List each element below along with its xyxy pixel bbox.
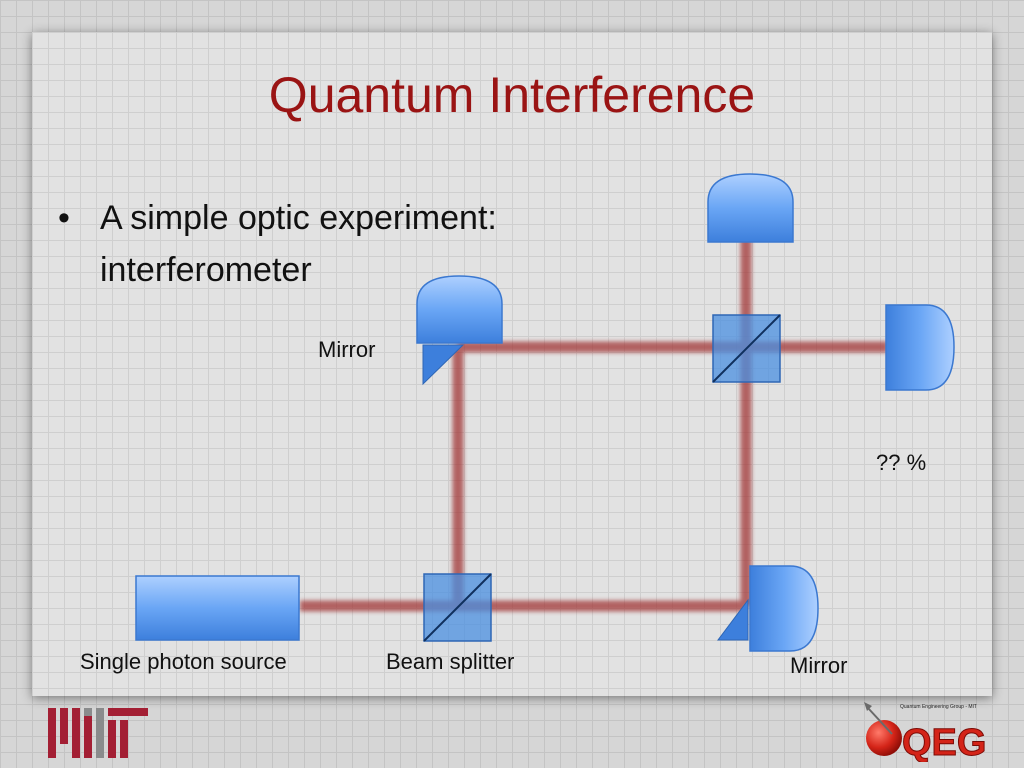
beam-splitter-top	[712, 314, 781, 383]
laser-beam-path	[300, 238, 888, 612]
qeg-sphere-icon	[866, 720, 902, 756]
photon-source-box	[135, 575, 300, 641]
qeg-logo-text: QEG	[902, 722, 986, 762]
beam-splitter-label: Beam splitter	[386, 649, 515, 674]
bullet-text: A simple optic experiment: interferomete…	[100, 199, 497, 289]
source-label: Single photon source	[80, 649, 287, 674]
mirror-bottom-right	[717, 565, 819, 652]
mirror-top-left	[416, 275, 503, 386]
qeg-caption: Quantum Engineering Group - MIT	[900, 704, 977, 710]
detector-right	[885, 304, 955, 391]
bullet-item: • A simple optic experiment: interferome…	[58, 192, 660, 296]
percent-label: ?? %	[876, 450, 927, 475]
bullet-list: • A simple optic experiment: interferome…	[58, 192, 660, 296]
qeg-logo: QEG Quantum Engineering Group - MIT	[864, 702, 987, 762]
bullet-marker: •	[58, 199, 70, 237]
mit-logo	[48, 708, 148, 758]
mirror-top-label: Mirror	[318, 337, 376, 362]
slide-title: Quantum Interference	[268, 67, 756, 123]
mirror-bottom-label: Mirror	[790, 653, 848, 678]
beam-splitter-bottom	[423, 573, 492, 642]
detector-top	[707, 173, 794, 243]
